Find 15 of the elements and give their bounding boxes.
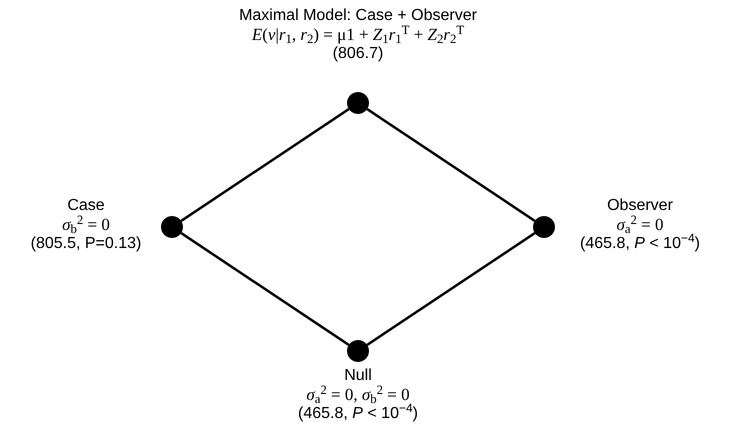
node-caption: Case — [67, 196, 105, 215]
connector-line — [180, 108, 350, 222]
node-caption: Maximal Model: Case + Observer — [239, 6, 477, 25]
node-caption: (465.8, P < 10$^{−4}$) — [298, 404, 418, 423]
node-caption: (805.5, P=0.13) — [30, 234, 142, 253]
node-caption: (806.7) — [332, 44, 384, 63]
formula-text: σ$_{a}$$^{2}$ = 0, σ$_{b}$$^{2}$ = 0 — [306, 385, 410, 404]
node-caption: Null — [344, 366, 372, 385]
formula-text: σ$_{a}$$^{2}$ = 0 — [616, 215, 664, 234]
connector-line — [180, 232, 350, 346]
node-caption: Observer — [607, 196, 673, 215]
connector-line — [366, 232, 536, 346]
connector-line — [366, 108, 536, 222]
formula-text: σ$_{b}$$^{2}$ = 0 — [62, 215, 110, 234]
node-caption: (465.8, P < 10$^{−4}$) — [580, 234, 700, 253]
